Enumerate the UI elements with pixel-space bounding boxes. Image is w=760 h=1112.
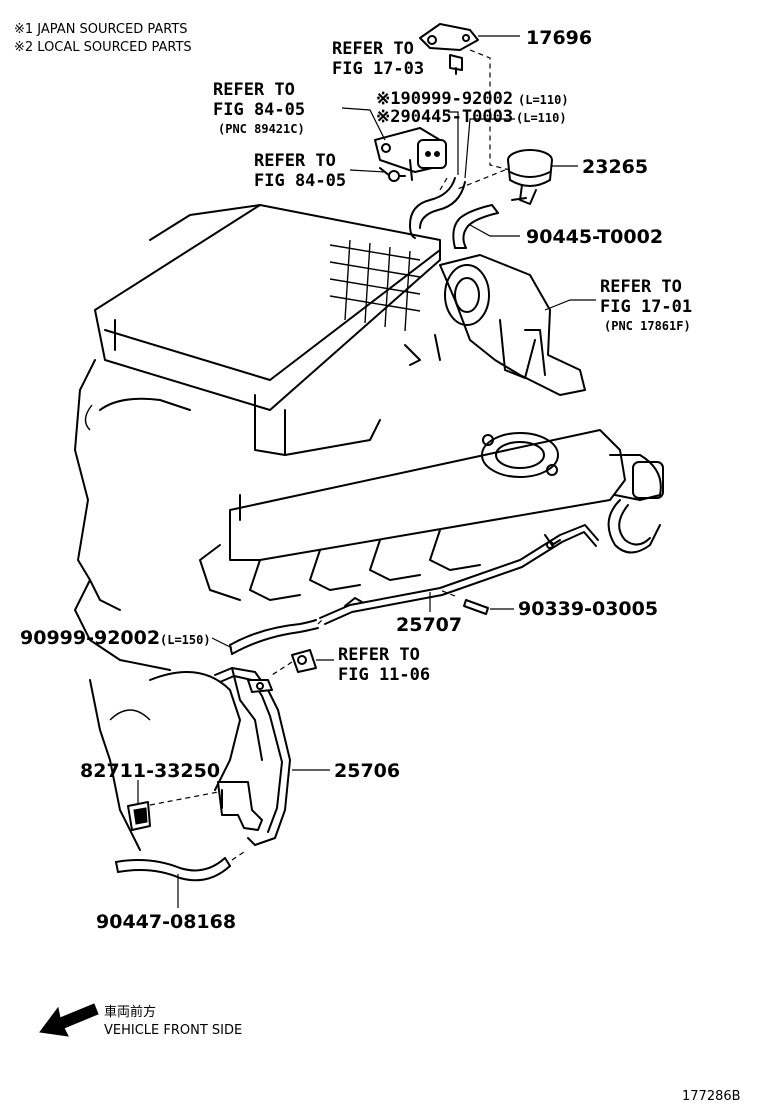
part-number-90445-T0002: 90445-T0002 (526, 226, 663, 248)
pipe-25706-drawing (149, 667, 330, 846)
part-length-90445-T0003: (L=110) (516, 111, 567, 125)
refer-fig-11-06-line2: FIG 11-06 (338, 665, 430, 685)
refer-fig-84-05-b-line1: REFER TO (254, 151, 336, 171)
hose-90445-T0002-drawing (452, 204, 520, 249)
part-number-90999-92002-lower: 90999-92002 (20, 627, 160, 649)
refer-fig-84-05-a-pnc: (PNC 89421C) (218, 122, 305, 136)
part-number-90445-T0003: ※290445-T0003 (376, 107, 513, 127)
part-number-17696: 17696 (526, 27, 592, 49)
part-number-23265: 23265 (582, 156, 648, 178)
direction-label-jp: 車両前方 (104, 1004, 156, 1020)
part-number-82711-33250: 82711-33250 (80, 760, 220, 782)
refer-fig-84-05-a-line1: REFER TO (213, 80, 295, 100)
figure-id: 177286B (682, 1089, 741, 1104)
part-number-25707: 25707 (396, 614, 462, 636)
note-japan-sourced: ※1 JAPAN SOURCED PARTS (14, 22, 188, 37)
refer-fig-84-05-b-line2: FIG 84-05 (254, 171, 346, 191)
part-length-90999-92002-top: (L=110) (518, 93, 569, 107)
refer-fig-17-03-line1: REFER TO (332, 39, 414, 59)
refer-fig-17-01-line1: REFER TO (600, 277, 682, 297)
vacuum-sensor-drawing (341, 107, 466, 239)
direction-label-en: VEHICLE FRONT SIDE (104, 1023, 242, 1038)
leader-fig-17-01 (544, 299, 596, 311)
note-local-sourced: ※2 LOCAL SOURCED PARTS (14, 40, 192, 55)
engine-block-drawing (74, 204, 664, 851)
refer-fig-17-01-line2: FIG 17-01 (600, 297, 692, 317)
part-number-25706: 25706 (334, 760, 400, 782)
fitting-fig-11-06-drawing (271, 649, 334, 676)
leader-90445-T0003 (464, 118, 515, 179)
refer-fig-11-06-line1: REFER TO (338, 645, 420, 665)
part-number-90447-08168: 90447-08168 (96, 911, 236, 933)
refer-fig-17-03-line2: FIG 17-03 (332, 59, 424, 79)
valve-23265-drawing (454, 149, 578, 205)
pipe-25707-drawing (319, 524, 599, 625)
clip-82711-33250-drawing (127, 780, 151, 831)
bracket-17696-drawing (419, 23, 520, 171)
refer-fig-17-01-pnc: (PNC 17861F) (604, 319, 691, 333)
part-number-90339-03005: 90339-03005 (518, 598, 658, 620)
hose-90339-03005-drawing (439, 589, 514, 615)
hose-90447-08168-drawing (115, 851, 245, 908)
hose-90999-92002-lower-drawing (211, 619, 323, 655)
part-number-90999-92002-top: ※190999-92002 (376, 89, 513, 109)
part-length-90999-92002-lower: (L=150) (160, 633, 211, 647)
refer-fig-84-05-a-line2: FIG 84-05 (213, 100, 305, 120)
front-direction-arrow-icon (39, 1003, 99, 1037)
